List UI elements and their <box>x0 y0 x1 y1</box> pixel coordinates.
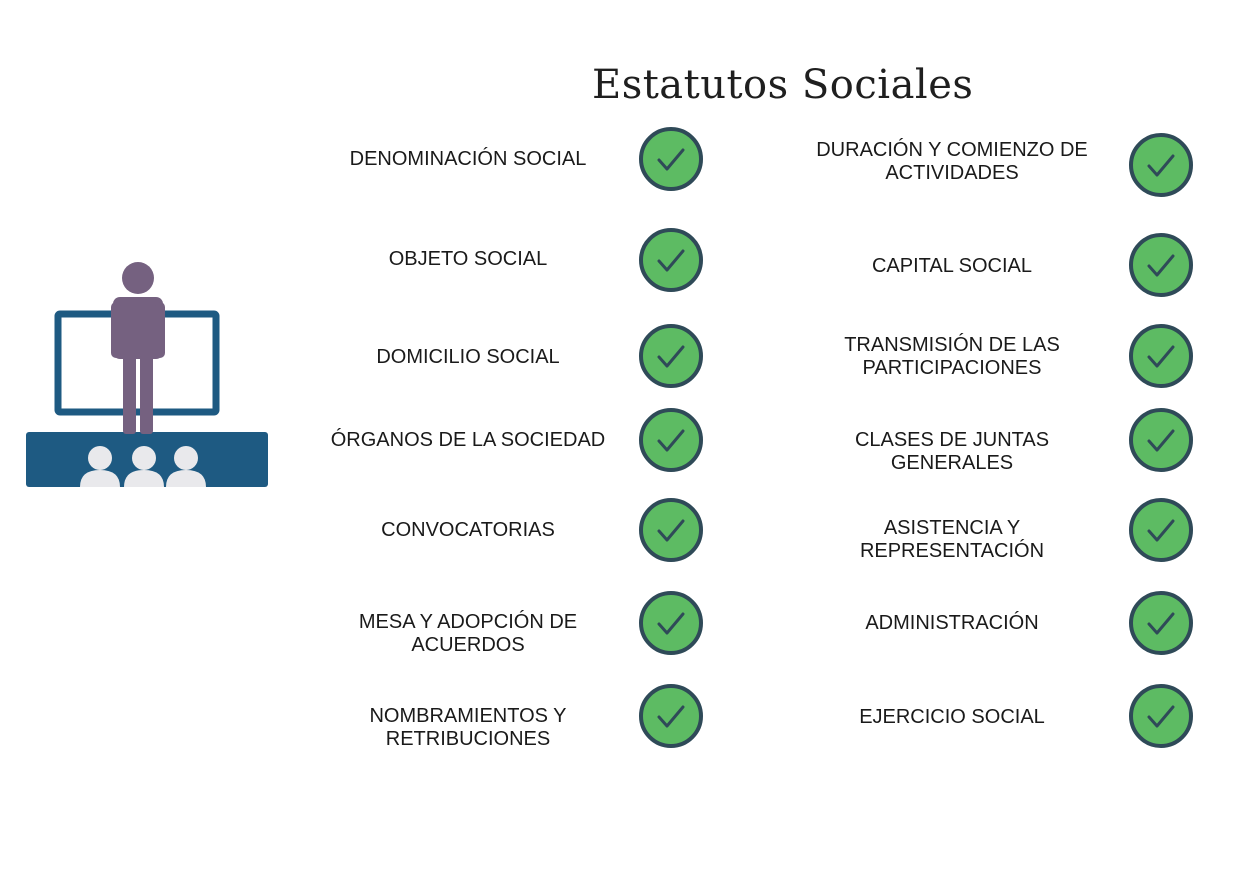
checkmark-icon <box>1128 132 1194 198</box>
presenter-body <box>113 297 163 359</box>
right-item-label: DURACIÓN Y COMIENZO DE ACTIVIDADES <box>816 139 1088 184</box>
presenter-leg-right <box>140 354 153 434</box>
checkmark-icon <box>638 227 704 293</box>
checkmark-icon <box>1128 683 1194 749</box>
checkmark-icon <box>1128 590 1194 656</box>
checkmark-icon <box>638 590 704 656</box>
presenter-head <box>122 262 154 294</box>
right-item-label: EJERCICIO SOCIAL <box>859 705 1045 728</box>
right-item-label: ASISTENCIA Y REPRESENTACIÓN <box>859 517 1045 562</box>
left-item-label: DOMICILIO SOCIAL <box>376 345 560 368</box>
left-item-label: CONVOCATORIAS <box>381 518 555 541</box>
checkmark-icon <box>1128 232 1194 298</box>
presenter-arm-right <box>155 302 165 358</box>
right-item-label: TRANSMISIÓN DE LAS PARTICIPACIONES <box>844 334 1060 379</box>
checkmark-icon <box>638 683 704 749</box>
left-item-label: DENOMINACIÓN SOCIAL <box>349 147 587 170</box>
presenter-leg-left <box>123 354 136 434</box>
checkmark-icon <box>1128 407 1194 473</box>
right-item-label: CLASES DE JUNTAS GENERALES <box>854 429 1050 474</box>
right-item-label: CAPITAL SOCIAL <box>871 254 1033 277</box>
checkmark-icon <box>638 323 704 389</box>
audience-icon <box>80 446 206 487</box>
right-item-label: ADMINISTRACIÓN <box>865 611 1039 634</box>
presenter-icon <box>26 262 268 487</box>
checkmark-icon <box>1128 323 1194 389</box>
presenter-arm-left <box>111 302 121 358</box>
checkmark-icon <box>638 126 704 192</box>
page-title: Estatutos Sociales <box>592 62 974 108</box>
checkmark-icon <box>1128 497 1194 563</box>
left-item-label: MESA Y ADOPCIÓN DE ACUERDOS <box>358 611 578 656</box>
left-item-label: NOMBRAMIENTOS Y RETRIBUCIONES <box>369 705 567 750</box>
left-item-label: ÓRGANOS DE LA SOCIEDAD <box>330 428 606 451</box>
checkmark-icon <box>638 407 704 473</box>
left-item-label: OBJETO SOCIAL <box>388 247 548 270</box>
checkmark-icon <box>638 497 704 563</box>
